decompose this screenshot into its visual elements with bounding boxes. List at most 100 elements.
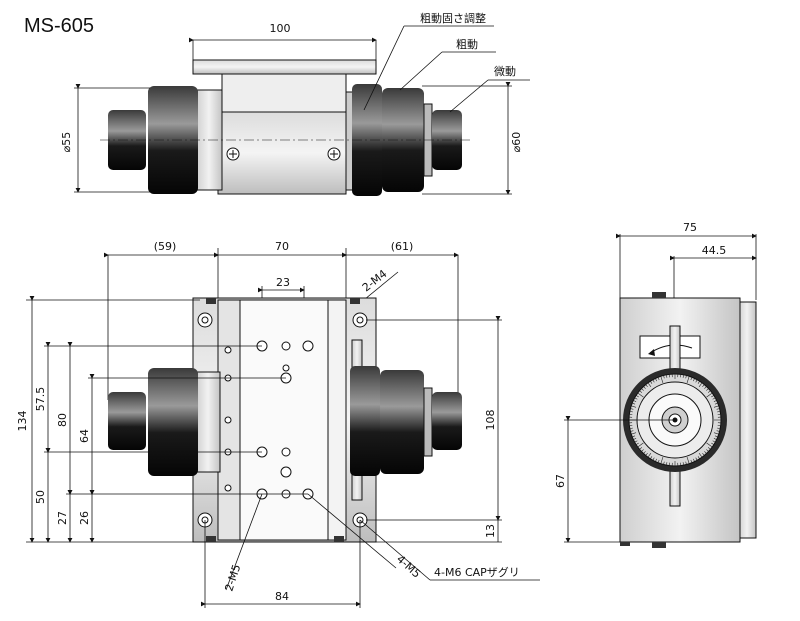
dial-tick <box>711 395 714 398</box>
callout-rough: 粗動 <box>456 37 478 51</box>
dial-tick <box>704 386 707 389</box>
dial-tick <box>639 447 643 450</box>
dial-tick <box>634 397 638 400</box>
dim-134: 134 <box>16 411 29 432</box>
dial-tick <box>629 411 633 413</box>
dial-tick <box>650 456 653 459</box>
dial-tick <box>663 375 665 379</box>
dial-tick <box>647 382 652 388</box>
dial-tick <box>636 442 639 445</box>
dial-tick <box>717 411 721 413</box>
front-view: (59) 70 (61) 23 2-M4 <box>16 240 540 608</box>
front-rough-knob-left <box>148 368 198 476</box>
dial-tick <box>702 384 705 388</box>
dim-64: 64 <box>78 429 91 443</box>
dial-tick <box>637 392 644 398</box>
dim-dia55: ⌀55 <box>60 132 73 153</box>
dial-tick <box>631 405 637 408</box>
dial-tick <box>641 449 644 452</box>
dim-108: 108 <box>484 410 497 431</box>
dial-tick <box>633 400 637 402</box>
dial-tick <box>698 382 703 388</box>
dial-tick <box>657 377 660 381</box>
dial-tick <box>660 376 664 384</box>
dial-tick <box>655 458 657 462</box>
dial-tick <box>632 402 636 405</box>
dial-tick <box>685 461 687 465</box>
dial-tick <box>682 462 684 466</box>
dial-tick <box>712 440 716 443</box>
dial-tick <box>707 390 711 393</box>
dial-tick <box>660 456 664 464</box>
dim-50: 50 <box>34 490 47 504</box>
dim-61: (61) <box>391 240 414 253</box>
dial-tick <box>641 388 644 391</box>
dial-tick <box>697 381 700 384</box>
label-4m6-cap: 4-M6 CAPザグリ <box>434 565 520 579</box>
dial-tick <box>666 462 668 466</box>
dial-tick <box>655 378 657 382</box>
dial-tick <box>657 459 660 463</box>
label-2m4: 2-M4 <box>360 267 390 294</box>
dial-tick <box>695 379 698 383</box>
dial-tick <box>690 377 693 381</box>
dim-100: 100 <box>270 22 291 35</box>
dial-tick <box>645 452 648 456</box>
dial-tick <box>629 427 633 429</box>
dim-57-5: 57.5 <box>34 387 47 412</box>
dim-23: 23 <box>276 276 290 289</box>
dial-tick <box>712 397 716 400</box>
dial-tick <box>713 432 719 435</box>
dial-tick <box>637 442 644 448</box>
dim-13: 13 <box>484 524 497 538</box>
dial-tick <box>714 435 718 438</box>
dial-tick <box>643 386 646 389</box>
dial-tick <box>716 408 720 410</box>
label-4m5: 4-M5 <box>394 553 423 581</box>
dial-tick <box>717 427 721 429</box>
dial-tick <box>630 430 634 432</box>
dial-tick <box>716 430 720 432</box>
label-2m5: 2-M5 <box>222 563 243 593</box>
dial-tick <box>630 408 634 410</box>
dial-tick <box>711 442 714 445</box>
front-fine-knob-left <box>108 392 146 450</box>
dial-tick <box>663 461 665 465</box>
dim-70: 70 <box>275 240 289 253</box>
dial-ticks <box>629 374 721 466</box>
dial-tick <box>631 432 637 435</box>
dim-67: 67 <box>554 474 567 488</box>
top-view: 100 ⌀55 ⌀60 粗動固さ調整 <box>60 11 530 196</box>
dial-tick <box>639 390 643 393</box>
dim-27: 27 <box>56 511 69 525</box>
side-view: 75 44.5 67 <box>554 221 757 548</box>
dial-tick <box>652 379 655 383</box>
model-title: MS-605 <box>24 15 94 37</box>
dial-tick <box>693 458 695 462</box>
dial-tick <box>643 451 646 454</box>
dial-tick <box>713 405 719 408</box>
dim-26: 26 <box>78 511 91 525</box>
dial-tick <box>706 388 709 391</box>
dial-tick <box>685 375 687 379</box>
dial-tick <box>706 442 713 448</box>
front-lock-ring <box>350 366 380 476</box>
dial-tick <box>706 449 709 452</box>
dial-tick <box>650 381 653 384</box>
dial-tick <box>698 452 703 458</box>
dial-tick <box>632 435 636 438</box>
dim-75: 75 <box>683 221 697 234</box>
dial-tick <box>714 402 718 405</box>
dial-tick <box>682 374 684 378</box>
dial-tick <box>713 400 717 402</box>
callout-fine: 微動 <box>494 64 516 78</box>
dial-tick <box>634 440 638 443</box>
dim-80: 80 <box>56 413 69 427</box>
dim-59: (59) <box>154 240 177 253</box>
dial-tick <box>652 457 655 461</box>
callout-rough-lock: 粗動固さ調整 <box>420 11 486 25</box>
front-rough-knob-right <box>380 370 424 474</box>
dial-tick <box>693 378 695 382</box>
